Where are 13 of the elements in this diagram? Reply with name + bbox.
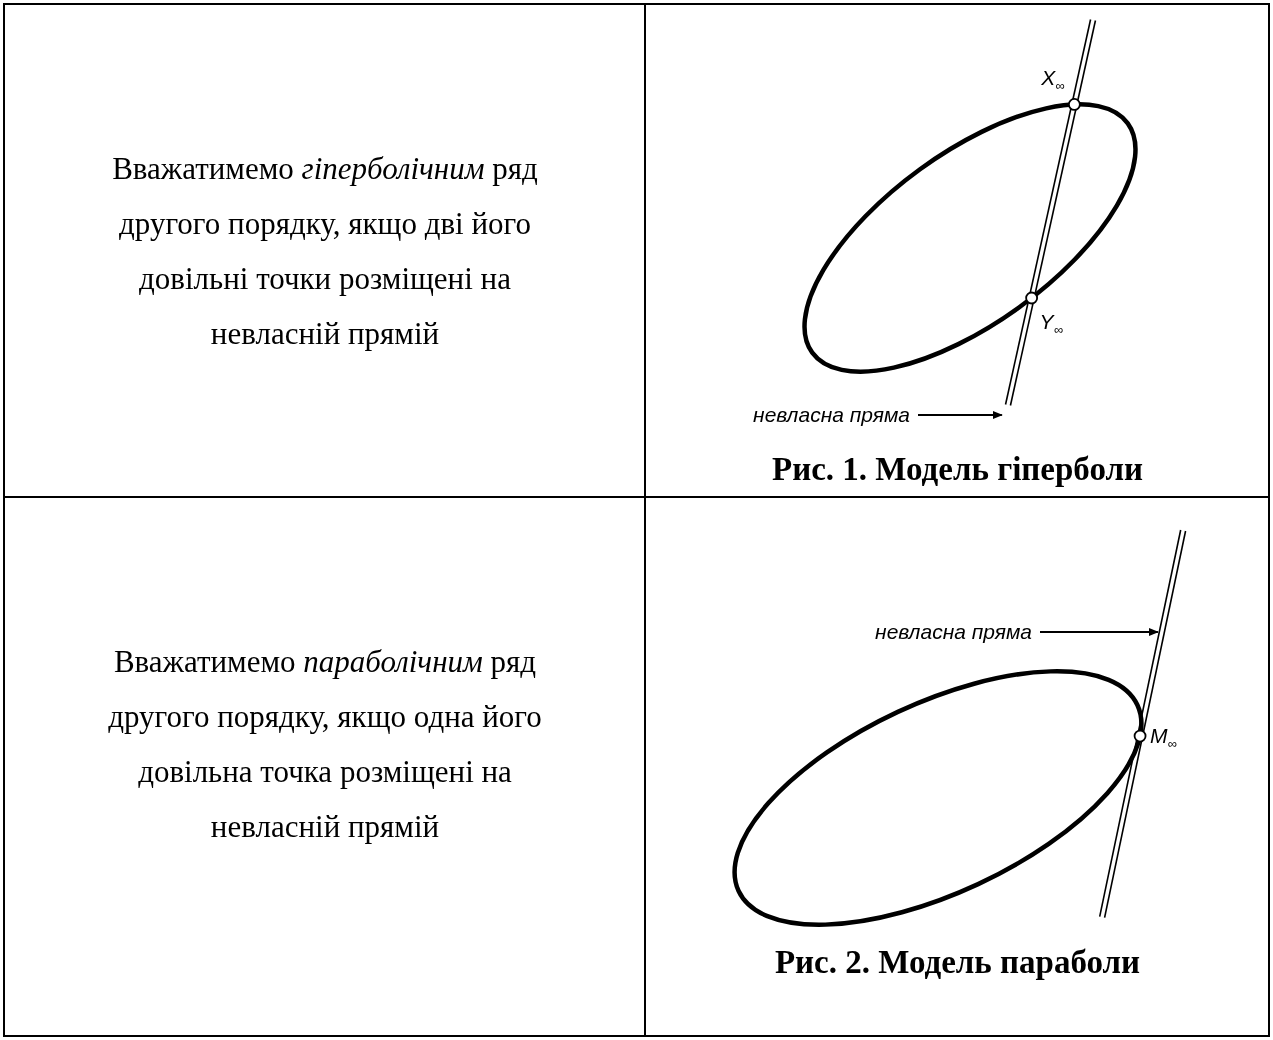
figure-caption: Рис. 2. Модель параболи bbox=[773, 944, 1142, 981]
definition-text: Вважатимемо гіперболічним ряд другого порядку, якщо дві його довільні точки розміщені на невласній прямій bbox=[111, 150, 539, 353]
leader-arrow bbox=[1039, 628, 1159, 636]
point-label: X$_{∞}$ bbox=[1041, 66, 1065, 96]
leader-label: невласна пряма bbox=[753, 403, 910, 427]
leader-arrow bbox=[917, 411, 1003, 419]
point-label: M$_{∞}$ bbox=[1150, 724, 1177, 754]
double-line bbox=[1098, 529, 1187, 919]
double-line bbox=[1004, 18, 1097, 407]
point-label: Y$_{∞}$ bbox=[1039, 310, 1063, 340]
figure-caption: Рис. 1. Модель гіперболи bbox=[771, 451, 1144, 488]
leader-label: невласна пряма bbox=[875, 620, 1032, 644]
definition-text: Вважатимемо параболічним ряд другого порядку, якщо одна його довільна точка розміщені на невласній прямій bbox=[107, 643, 543, 846]
